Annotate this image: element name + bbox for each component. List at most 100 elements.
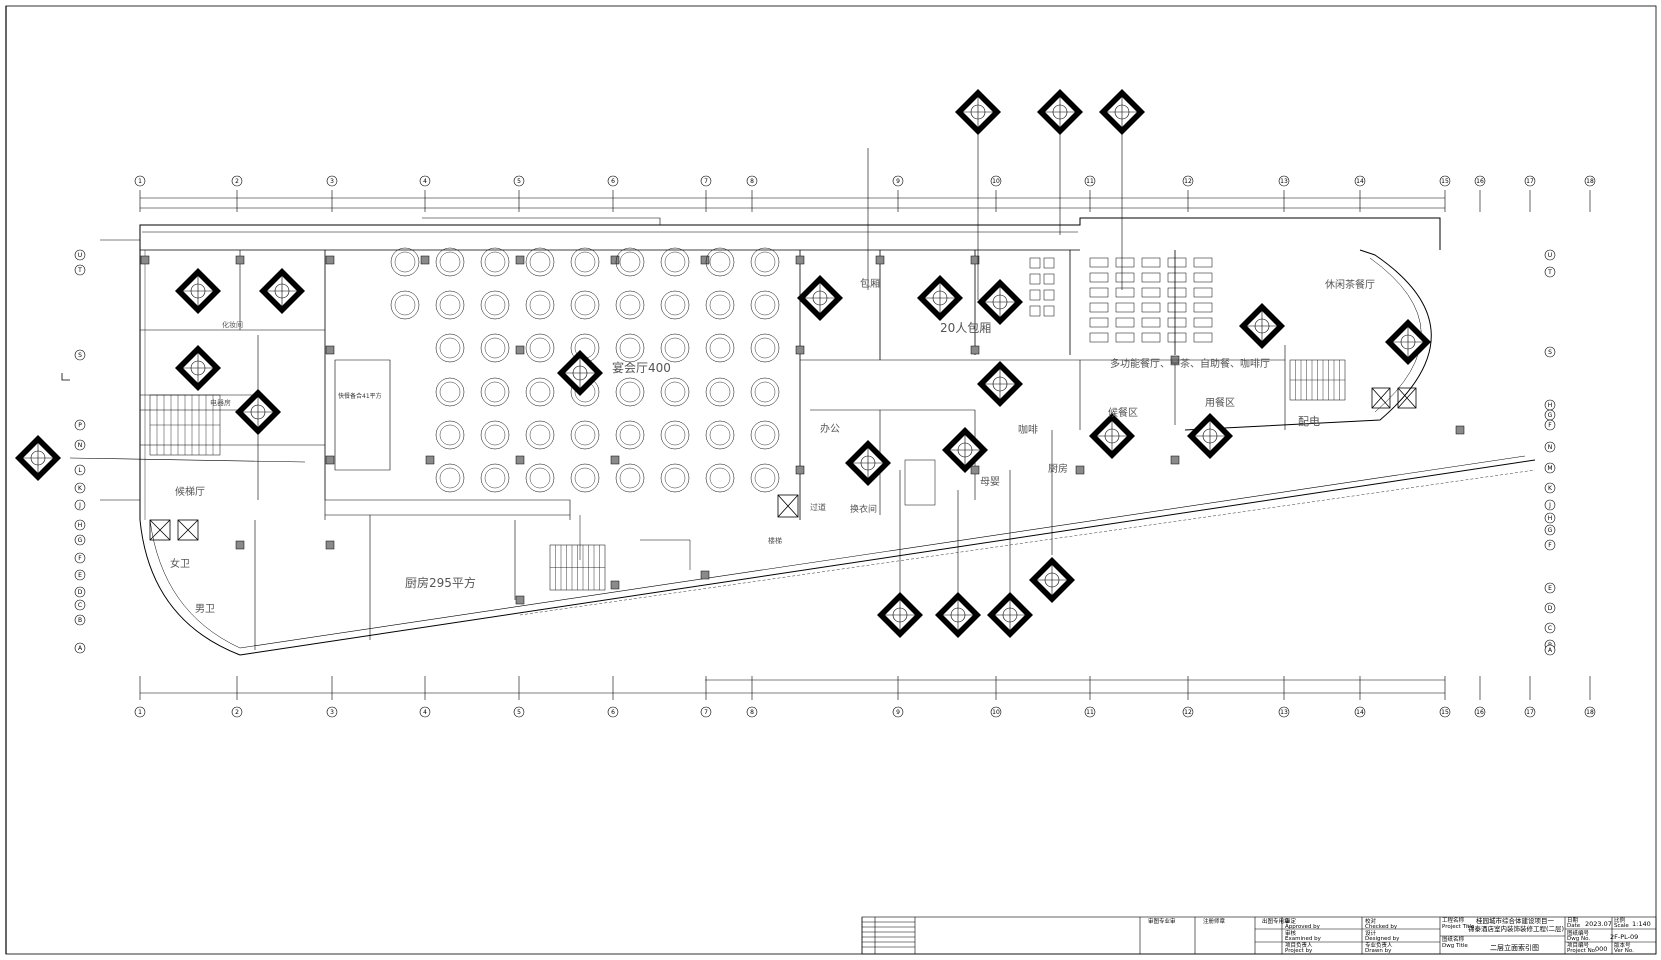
svg-text:H: H [1548,402,1553,409]
column [970,345,980,355]
axis-marker: 9 [892,175,904,187]
round-table [525,377,555,407]
round-table [615,290,645,320]
date-label: 日期 [1567,917,1579,924]
svg-text:12: 12 [1184,709,1192,716]
axis-marker: 4 [419,175,431,187]
label-control: 电器房 [210,398,231,407]
elevation-index-symbol [15,435,61,481]
rect-table [1193,287,1213,298]
round-table [525,463,555,493]
corner-mark [61,373,70,381]
rect-table [1043,257,1055,269]
sign-col2: 注册师章 [1203,917,1226,925]
axis-marker: T [74,264,86,276]
axis-marker: A [74,642,86,654]
rect-table [1115,272,1135,283]
column [515,345,525,355]
svg-text:9: 9 [896,709,900,716]
svg-text:C: C [1548,625,1552,632]
axis-marker: G [74,534,86,546]
svg-text:5: 5 [517,709,521,716]
drawn-en: Drawn by [1365,948,1392,954]
date-value: 2023.07 [1585,920,1612,928]
axis-marker: F [74,552,86,564]
svg-text:K: K [78,485,83,492]
rect-table [1167,317,1187,328]
label-dressing: 化妆间 [222,320,243,329]
approved-en: Approved by [1285,924,1321,930]
project-name-en: Project Title [1442,924,1475,930]
round-table [525,420,555,450]
axis-marker: J [74,499,86,511]
round-table [435,463,465,493]
sign-col3: 出图专用章 [1262,917,1290,925]
axis-marker: 16 [1474,175,1486,187]
axis-marker: D [1544,602,1556,614]
elevation-index-symbol [1037,89,1083,135]
round-table [525,333,555,363]
round-table [705,420,735,450]
column [235,255,245,265]
svg-text:3: 3 [330,178,334,185]
sign-col1: 审图专业审 [1148,917,1176,925]
designed-label: 设计 [1365,929,1377,937]
round-table [480,420,510,450]
svg-text:S: S [1548,349,1552,356]
label-waiting: 候餐区 [1108,406,1138,419]
rect-table [1141,287,1161,298]
elevation-index-symbol [1239,303,1285,349]
round-table [435,377,465,407]
axis-marker: 7 [700,706,712,718]
rect-table [1193,317,1213,328]
rect-table [1029,257,1041,269]
dwg-no-label: 图纸编号 [1567,929,1590,937]
building-outline [100,217,1536,656]
round-table [750,333,780,363]
title-block [861,916,1657,955]
svg-text:F: F [78,555,82,562]
svg-text:J: J [78,502,81,509]
axis-marker: 6 [607,175,619,187]
svg-text:N: N [1548,444,1553,451]
rect-table [1141,257,1161,268]
svg-text:T: T [77,267,82,274]
sheet-border [5,5,1657,955]
round-table [615,420,645,450]
label-baby: 母婴 [980,476,1000,488]
column [875,255,885,265]
column [610,580,620,590]
round-table [435,420,465,450]
round-table [660,420,690,450]
column [425,455,435,465]
svg-text:A: A [78,645,83,652]
axis-marker: C [1544,622,1556,634]
project-no-en: Project No. [1567,948,1597,954]
svg-text:G: G [78,537,83,544]
rect-table [1043,305,1055,317]
elevators [149,387,1417,541]
round-table [615,333,645,363]
axis-marker: U [74,249,86,261]
elevation-index-symbol [175,345,221,391]
round-table [660,377,690,407]
round-table [570,290,600,320]
dimension-lines [140,197,1445,694]
svg-text:4: 4 [423,709,427,716]
index-leaders [69,130,1123,595]
svg-text:G: G [1548,412,1553,419]
axis-marker: 8 [746,706,758,718]
project-no-value: 000 [1595,945,1607,953]
round-table [435,290,465,320]
axis-marker: 16 [1474,706,1486,718]
axis-marker: H [1544,399,1556,411]
rect-table [1141,332,1161,343]
axis-marker: G [1544,409,1556,421]
round-table [615,247,645,277]
label-leisure: 休闲茶餐厅 [1325,278,1375,291]
dimension-ticks [139,190,1591,700]
dining-rectangular-tables [1029,257,1213,343]
project-lead-label: 项目负责人 [1285,941,1313,949]
elevation-index-symbol [977,279,1023,325]
